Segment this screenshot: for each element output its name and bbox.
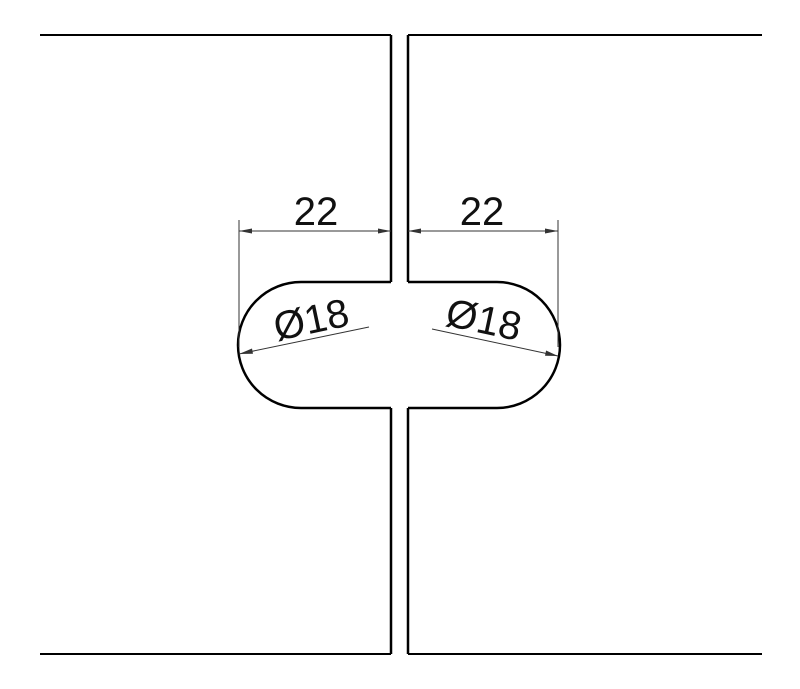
right-width-arrow-left bbox=[408, 228, 421, 234]
right-diameter-label: Ø18 bbox=[442, 291, 525, 350]
left-slot-outline bbox=[236, 280, 391, 410]
left-diameter-label: Ø18 bbox=[270, 291, 353, 350]
left-width-label: 22 bbox=[294, 190, 339, 234]
right-slot-outline bbox=[408, 280, 562, 410]
right-width-label: 22 bbox=[460, 190, 505, 234]
left-width-arrow-left bbox=[239, 228, 252, 234]
right-diameter-arrow bbox=[545, 350, 558, 356]
right-width-arrow-right bbox=[545, 228, 558, 234]
right-diameter-dimension-line bbox=[431, 328, 559, 357]
left-diameter-arrow bbox=[239, 348, 253, 354]
left-width-arrow-right bbox=[378, 228, 391, 234]
left-diameter-dimension-line bbox=[238, 326, 370, 355]
